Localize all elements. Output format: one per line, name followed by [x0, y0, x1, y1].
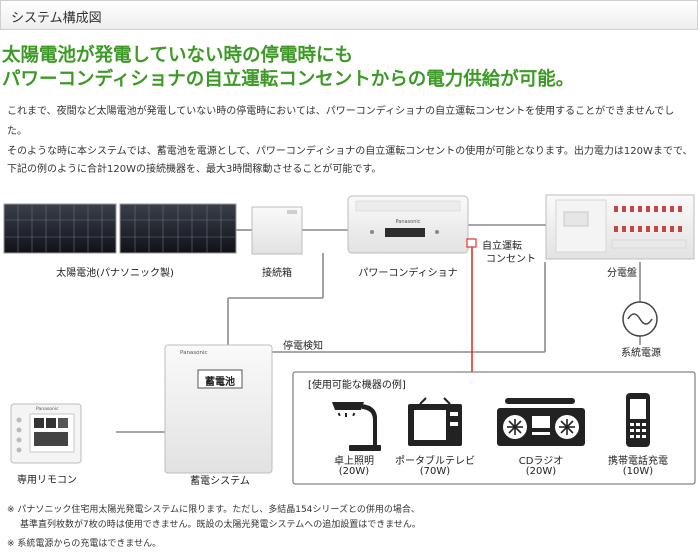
solar-panel-label: 太陽電池(パナソニック製)	[56, 268, 174, 279]
cd-radio-icon	[497, 398, 585, 446]
device-name-desk-lamp: 卓上照明	[334, 456, 374, 467]
footnote-2: ※ 系統電源からの充電はできません。	[7, 539, 162, 549]
remote-controller: Panasonic	[10, 403, 82, 464]
grid-power-icon	[622, 301, 658, 337]
intro-text-1a: これまで、夜間など太陽電池が発電していない時の停電時においては、パワーコンディシ…	[7, 106, 675, 117]
outlet-marker	[466, 238, 477, 248]
battery-system-label: 蓄電システム	[190, 476, 250, 487]
battery-inner-label: 蓄電池	[205, 377, 235, 388]
device-name-portable-tv: ポータブルテレビ	[395, 456, 475, 467]
solar-panel	[3, 203, 237, 254]
intro-text-2a: そのような時に本システムでは、蓄電池を電源として、パワーコンディショナの自立運転…	[7, 146, 693, 157]
header-bar: システム構成図	[0, 0, 698, 30]
device-name-mobile-charger: 携帯電話充電	[608, 456, 668, 467]
remote-brand: Panasonic	[36, 406, 59, 412]
junction-box-label: 接続箱	[262, 268, 292, 279]
remote-label: 専用リモコン	[17, 475, 77, 486]
desk-lamp-icon	[332, 402, 381, 451]
device-watt-desk-lamp: (20W)	[338, 466, 370, 477]
outage-detection-label: 停電検知	[283, 341, 323, 352]
wiring	[116, 224, 641, 433]
power-conditioner-label: パワーコンディショナ	[358, 268, 458, 279]
footnote-1a: ※ パナソニック住宅用太陽光発電システムに限ります。ただし、多結晶154シリーズ…	[7, 505, 420, 515]
headline-line-1: 太陽電池が発電していない時の停電時にも	[2, 45, 353, 66]
battery-brand: Panasonic	[180, 350, 208, 356]
headline-line-2: パワーコンディショナの自立運転コンセントからの電力供給が可能。	[2, 69, 575, 90]
devices-box	[292, 371, 696, 485]
grid-power-label: 系統電源	[621, 348, 661, 359]
footnote-1b: 基準直列枚数が7枚の時は使用できません。既設の太陽光発電システムへの追加設置はで…	[20, 520, 421, 530]
power-conditioner: Panasonic	[347, 195, 469, 254]
device-watt-cd-radio: (20W)	[525, 466, 557, 477]
junction-box	[251, 206, 303, 255]
distribution-board-label: 分電盤	[607, 268, 637, 279]
device-name-cd-radio: CDラジオ	[518, 456, 564, 467]
mobile-phone-icon	[626, 393, 650, 447]
self-outlet-label-line1: 自立運転	[482, 241, 522, 252]
devices-box-title: [使用可能な機器の例]	[308, 380, 406, 391]
device-watt-portable-tv: (70W)	[419, 466, 451, 477]
self-outlet-label-line2: コンセント	[486, 254, 536, 265]
portable-tv-icon	[408, 397, 462, 446]
battery-system: Panasonic	[164, 344, 273, 474]
intro-text-2b: 下記の例のように合計120Wの接続機器を、最大3時間稼動させることが可能です。	[7, 164, 382, 175]
device-watt-mobile-charger: (10W)	[622, 466, 654, 477]
page-title: システム構成図	[11, 11, 102, 26]
distribution-board	[545, 194, 695, 260]
intro-text-1b: た。	[7, 126, 27, 137]
power-conditioner-brand: Panasonic	[395, 219, 420, 225]
